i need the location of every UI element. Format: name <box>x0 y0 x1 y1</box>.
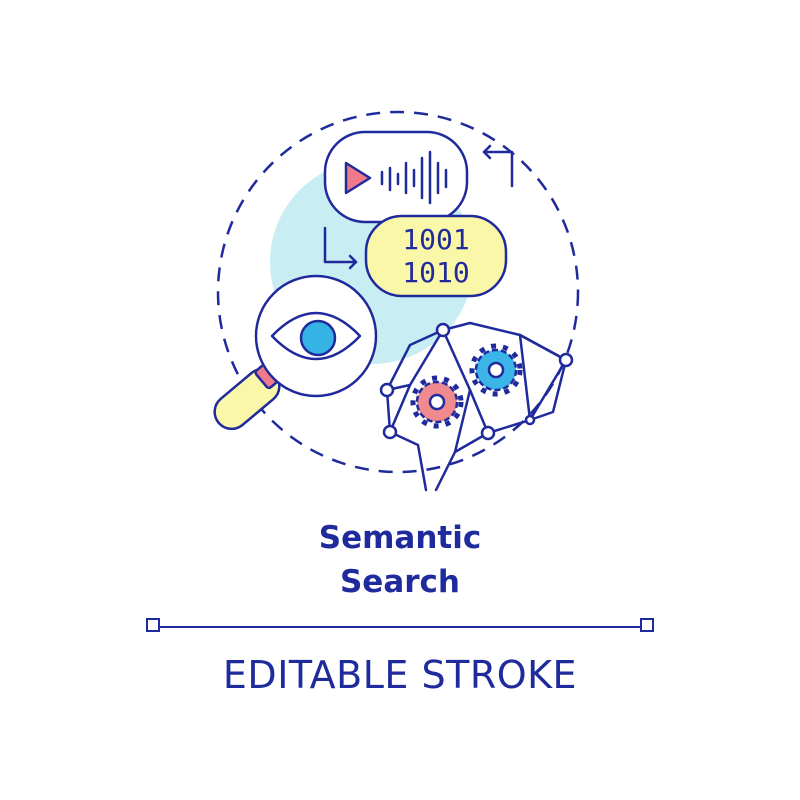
editable-stroke-label: EDITABLE STROKE <box>222 653 578 697</box>
gear-pink-icon <box>410 375 464 429</box>
ai-brain-icon <box>379 321 574 492</box>
dashed-circle <box>216 110 580 474</box>
title-line-2: Search <box>339 564 460 600</box>
audio-wave-icon <box>323 130 469 224</box>
left-handle <box>146 618 160 632</box>
page-title: Semantic Search <box>0 516 800 604</box>
arrow-loop-icon <box>482 144 514 188</box>
arrow-down-right-icon <box>323 226 358 270</box>
magnifier-eye-icon <box>213 274 378 431</box>
right-handle <box>640 618 654 632</box>
stroke-divider <box>160 626 640 628</box>
binary-code-icon: 1001 1010 <box>364 214 508 298</box>
title-line-1: Semantic <box>318 520 482 556</box>
gear-blue-icon <box>469 343 523 397</box>
binary-line-2: 1010 <box>402 256 469 289</box>
binary-line-1: 1001 <box>402 223 469 256</box>
